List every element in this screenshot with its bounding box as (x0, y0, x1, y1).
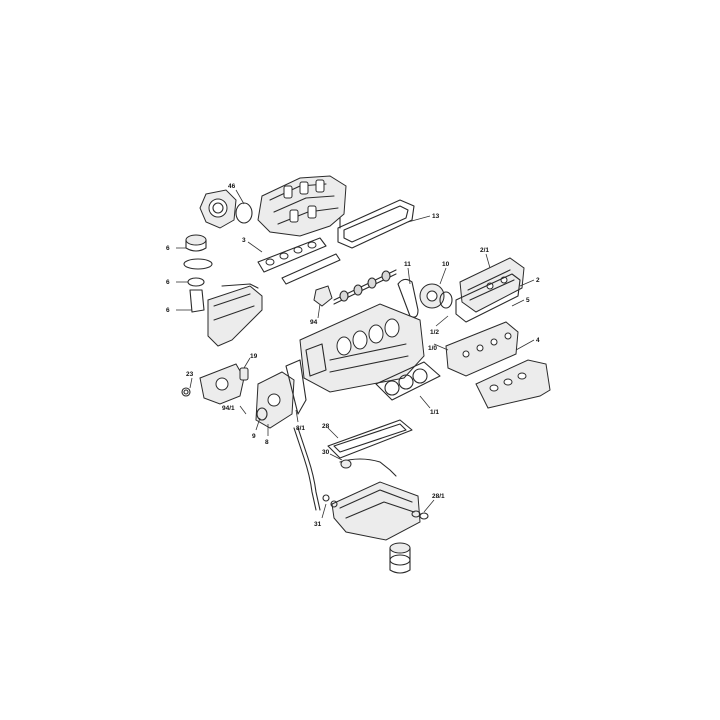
callout-31: 31 (314, 521, 322, 528)
crank-seal (256, 407, 268, 421)
callout-1-0: 1/0 (428, 345, 437, 352)
callout-4: 4 (536, 337, 540, 344)
head-gasket (375, 361, 441, 401)
callout-2-1: 2/1 (480, 247, 489, 254)
exhaust-manifold (475, 359, 551, 409)
oil-pan-gasket (327, 419, 413, 459)
oil-pickup-tube (339, 458, 397, 477)
callout-28: 28 (322, 423, 330, 430)
front-cover (255, 371, 295, 429)
camshaft (333, 269, 397, 305)
callout-5: 5 (526, 297, 530, 304)
cam-sprocket (419, 283, 445, 309)
callout-6-top: 6 (166, 245, 170, 252)
callout-94-1: 94/1 (222, 405, 235, 412)
cylinder-head (445, 321, 519, 377)
callout-8: 8 (265, 439, 269, 446)
oil-pan (331, 481, 421, 541)
callout-6-bottom: 6 (166, 307, 170, 314)
water-outlet-cover (207, 283, 263, 347)
intake-manifold-gasket-lower (281, 253, 341, 285)
callout-30: 30 (322, 449, 330, 456)
timing-chain (397, 278, 419, 318)
throttle-body (199, 189, 237, 229)
callout-8-1: 8/1 (296, 425, 305, 432)
valve-cover-gasket (455, 273, 521, 323)
callout-13: 13 (432, 213, 440, 220)
callout-46: 46 (228, 183, 236, 190)
callout-11: 11 (404, 261, 411, 268)
water-pump (199, 363, 245, 405)
front-seal (439, 291, 453, 309)
leader-lines (176, 189, 535, 519)
callout-28-1: 28/1 (432, 493, 445, 500)
thermostat-sensor (239, 367, 249, 381)
oil-pan-bolts (322, 494, 338, 508)
cam-retainer-plate (313, 285, 333, 307)
callout-94: 94 (310, 319, 318, 326)
thermostat-housing (183, 234, 213, 313)
oil-pan-drain-plug (411, 510, 429, 520)
callout-10: 10 (442, 261, 450, 268)
callout-2: 2 (536, 277, 540, 284)
callout-19: 19 (250, 353, 258, 360)
intake-manifold-gasket (257, 237, 327, 273)
valley-cover-gasket (337, 199, 415, 249)
dipstick-tube-outer (297, 427, 321, 511)
callout-3: 3 (242, 237, 246, 244)
engine-block (299, 303, 425, 393)
callout-1-1: 1/1 (430, 409, 439, 416)
front-cover-gasket (285, 359, 307, 415)
valve-cover (459, 257, 525, 313)
intake-manifold (257, 175, 347, 237)
oil-filter (389, 542, 411, 574)
callout-23: 23 (186, 371, 194, 378)
callout-9: 9 (252, 433, 256, 440)
dipstick-tube (293, 427, 317, 511)
callout-1-2: 1/2 (430, 329, 439, 336)
callout-6-middle: 6 (166, 279, 170, 286)
water-pump-fitting (181, 387, 191, 397)
throttle-body-gasket (235, 202, 253, 224)
